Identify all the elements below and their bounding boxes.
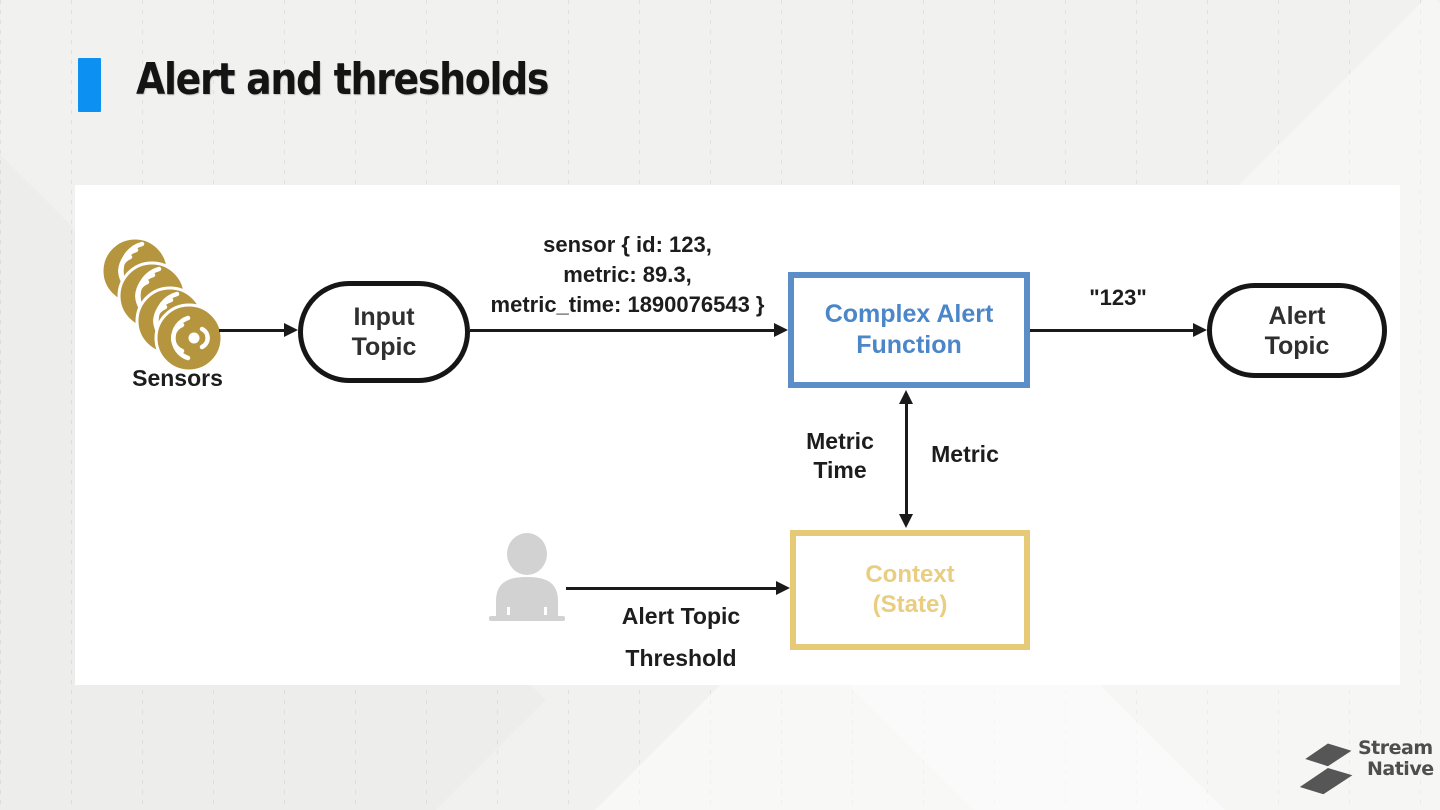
title-row: Alert and thresholds	[0, 0, 1440, 130]
function-label-line2: Function	[856, 331, 962, 359]
logo-text-stream: Stream	[1358, 737, 1433, 759]
arrow-function-to-alert-topic	[1030, 323, 1207, 337]
complex-alert-function-node: Complex Alert Function	[788, 272, 1030, 388]
alert-topic-threshold-label: Alert Topic Threshold	[601, 603, 761, 672]
logo-text-native: Native	[1367, 758, 1434, 780]
title-accent-bar	[78, 58, 101, 112]
input-topic-node: Input Topic	[298, 281, 470, 383]
arrow-function-context-bidirectional	[897, 390, 915, 528]
streamnative-logo: Stream Native	[1298, 738, 1434, 798]
user-icon	[489, 533, 565, 621]
input-topic-label-line1: Input	[353, 303, 415, 331]
input-topic-label-line2: Topic	[351, 333, 417, 361]
alert-topic-label-line2: Topic	[1264, 331, 1330, 360]
sensors-label: Sensors	[132, 365, 223, 391]
sensor-message-line2: metric: 89.3,	[563, 262, 692, 287]
arrow-input-topic-to-function	[470, 323, 788, 337]
metric-time-line1: Metric	[806, 428, 874, 454]
alert-topic-node: Alert Topic	[1207, 283, 1387, 378]
page-title: Alert and thresholds	[136, 54, 549, 105]
sensors-icon	[100, 236, 224, 371]
context-label-line2: (State)	[872, 591, 948, 618]
sensor-message-line1: sensor { id: 123,	[543, 232, 712, 257]
diagram-panel: Sensors Input Topic sensor { id: 123, me…	[75, 185, 1400, 685]
output-value-label: "123"	[1089, 285, 1147, 310]
arrow-sensors-to-input-topic	[219, 323, 298, 337]
streamnative-logo-text: Stream Native	[1358, 738, 1434, 780]
metric-time-line2: Time	[813, 457, 867, 483]
metric-label: Metric	[931, 441, 999, 467]
threshold-line2: Threshold	[625, 645, 737, 671]
alert-topic-label-line1: Alert	[1268, 301, 1326, 330]
function-label-line1: Complex Alert	[824, 300, 994, 328]
streamnative-logo-icon	[1299, 743, 1353, 795]
metric-time-label: Metric Time	[790, 427, 890, 485]
context-state-node: Context (State)	[790, 530, 1030, 650]
sensor-message-line3: metric_time: 1890076543 }	[490, 292, 765, 317]
sensor-message-label: sensor { id: 123, metric: 89.3, metric_t…	[460, 230, 795, 320]
threshold-line1: Alert Topic	[621, 603, 741, 629]
arrow-user-to-context	[566, 581, 790, 595]
context-label-line1: Context	[865, 561, 955, 588]
